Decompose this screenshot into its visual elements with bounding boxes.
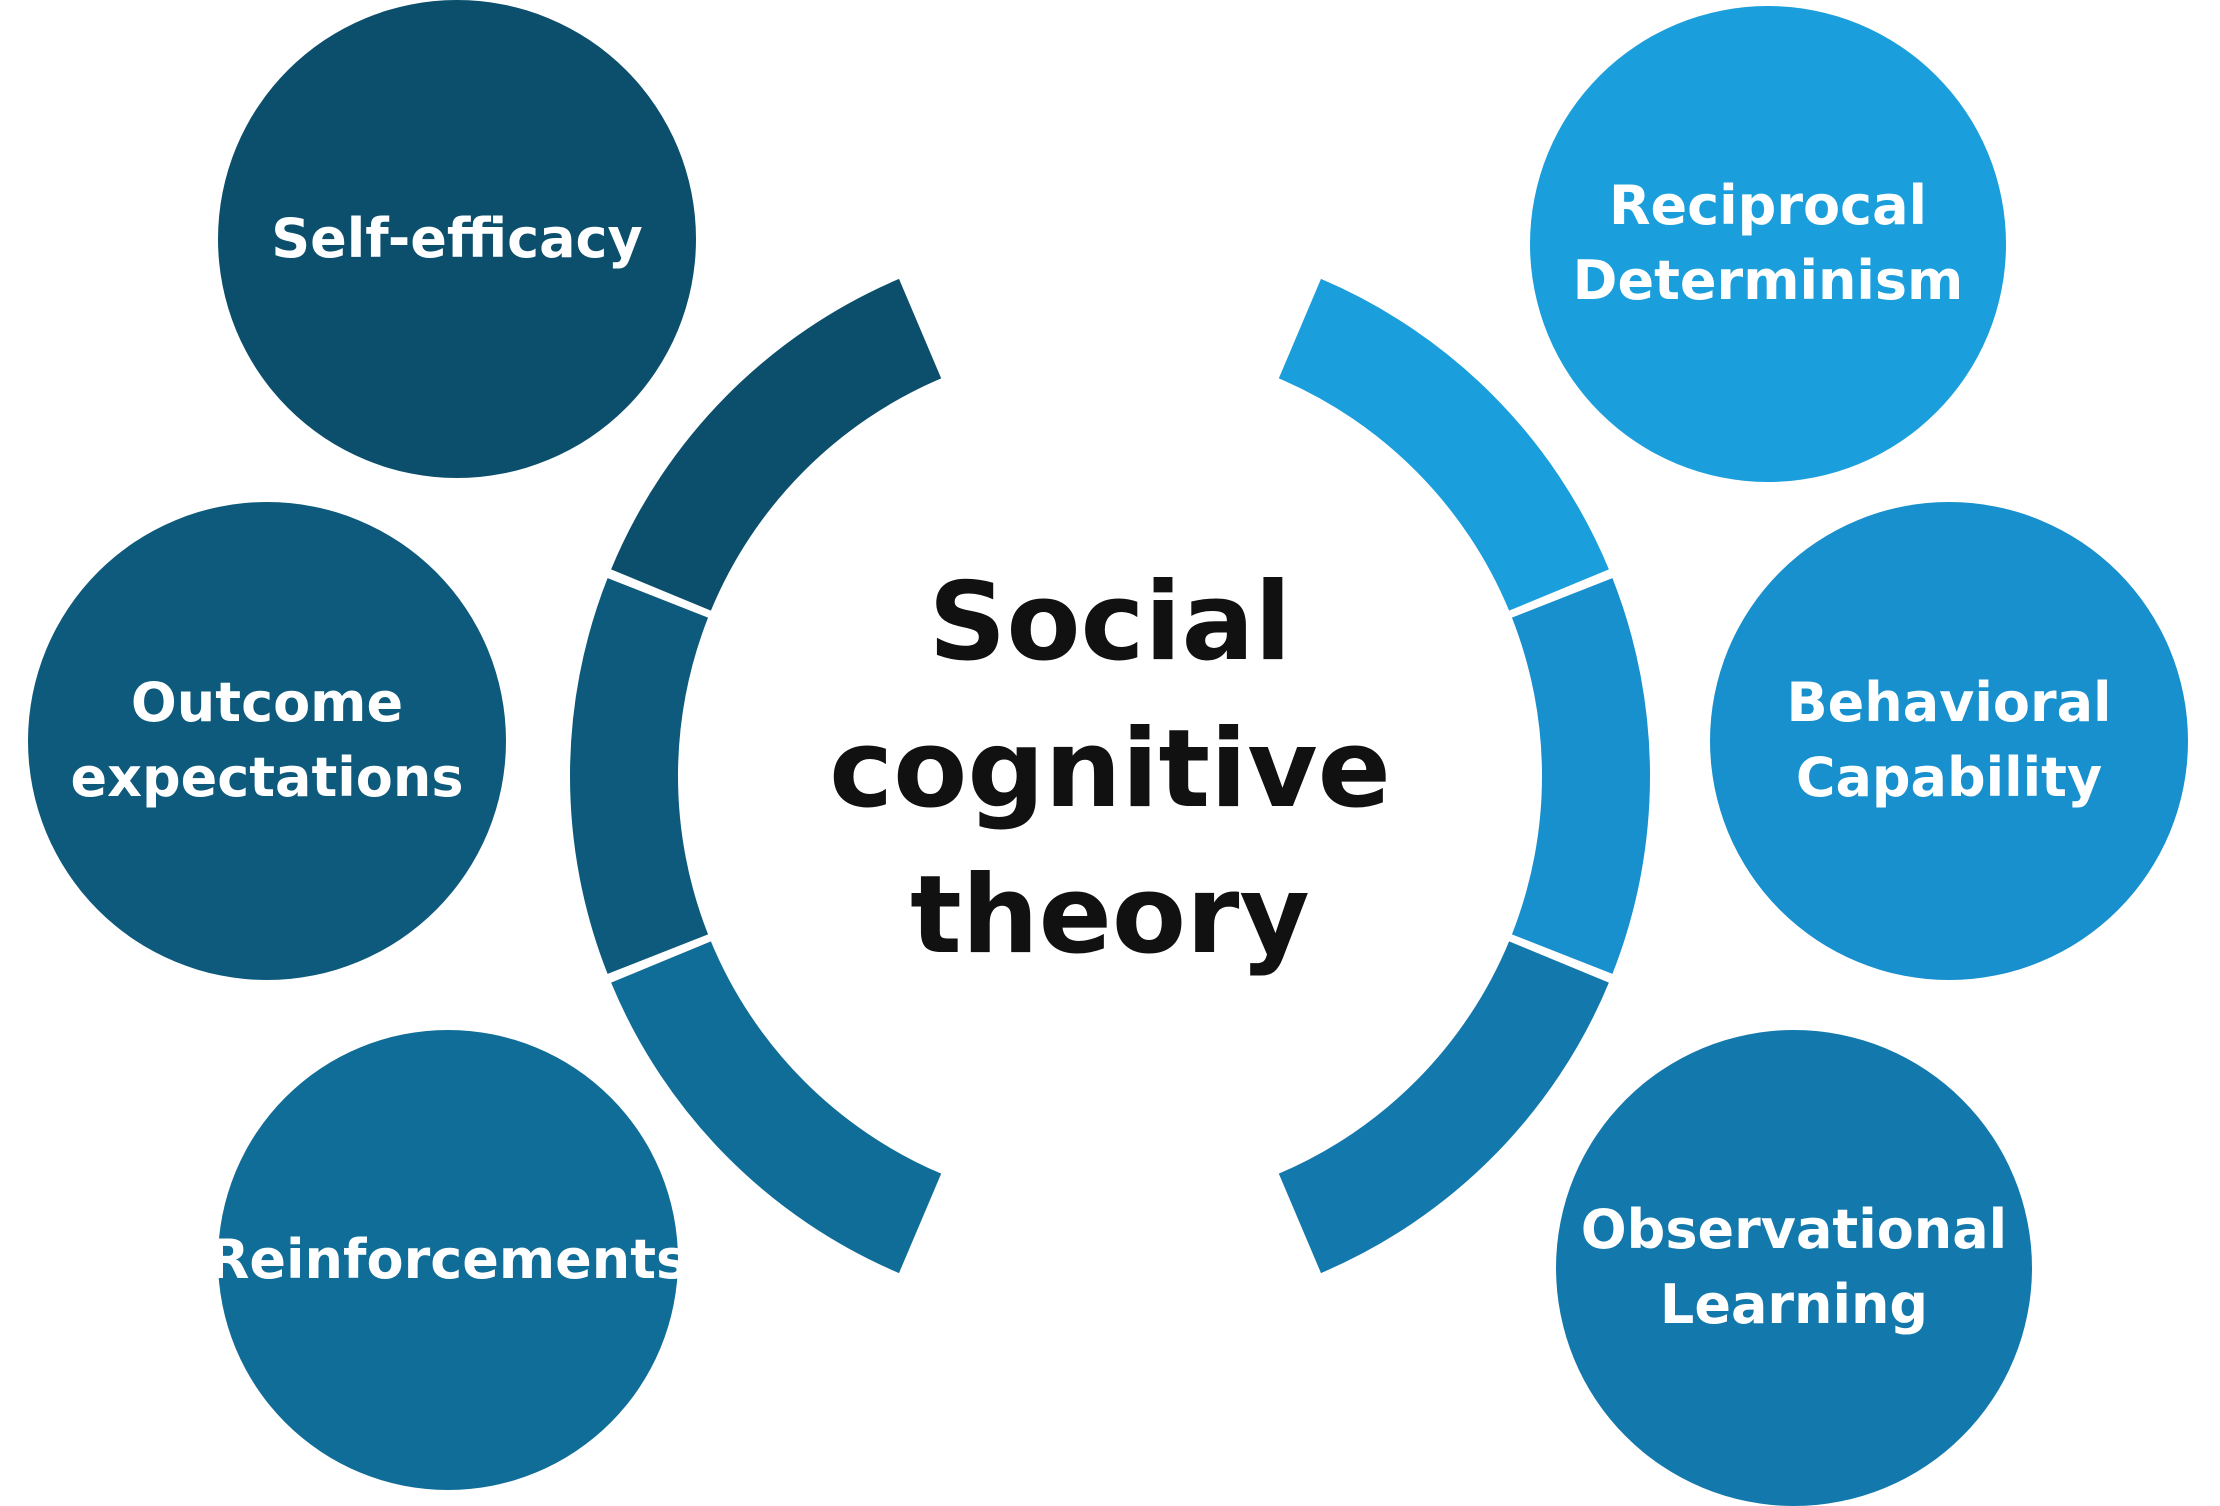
node-self-efficacy: Self-efficacy <box>218 0 696 478</box>
node-label: Observational Learning <box>1580 1198 2008 1336</box>
node-reciprocal-determinism: Reciprocal Determinism <box>1530 6 2006 482</box>
arc-left-middle <box>570 578 709 974</box>
node-outcome-expectations: Outcome expectations <box>28 502 506 980</box>
node-label: Self-efficacy <box>271 206 643 270</box>
node-reinforcements: Reinforcements <box>208 1030 688 1490</box>
arc-left-top <box>611 278 942 611</box>
node-behavioral-capability: Behavioral Capability <box>1710 502 2188 980</box>
arc-right-top <box>1278 278 1609 611</box>
center-title: Social cognitive theory <box>810 520 1410 1020</box>
node-label: Reciprocal Determinism <box>1572 174 1964 312</box>
node-label: Reinforcements <box>207 1227 689 1291</box>
arc-right-bottom <box>1278 941 1609 1274</box>
node-observational-learning: Observational Learning <box>1556 1030 2032 1506</box>
node-label: Behavioral Capability <box>1786 671 2112 809</box>
arc-right-middle <box>1511 578 1650 974</box>
node-label: Outcome expectations <box>70 671 464 809</box>
center-title-text: Social cognitive theory <box>829 559 1391 979</box>
arc-left-bottom <box>611 941 942 1274</box>
